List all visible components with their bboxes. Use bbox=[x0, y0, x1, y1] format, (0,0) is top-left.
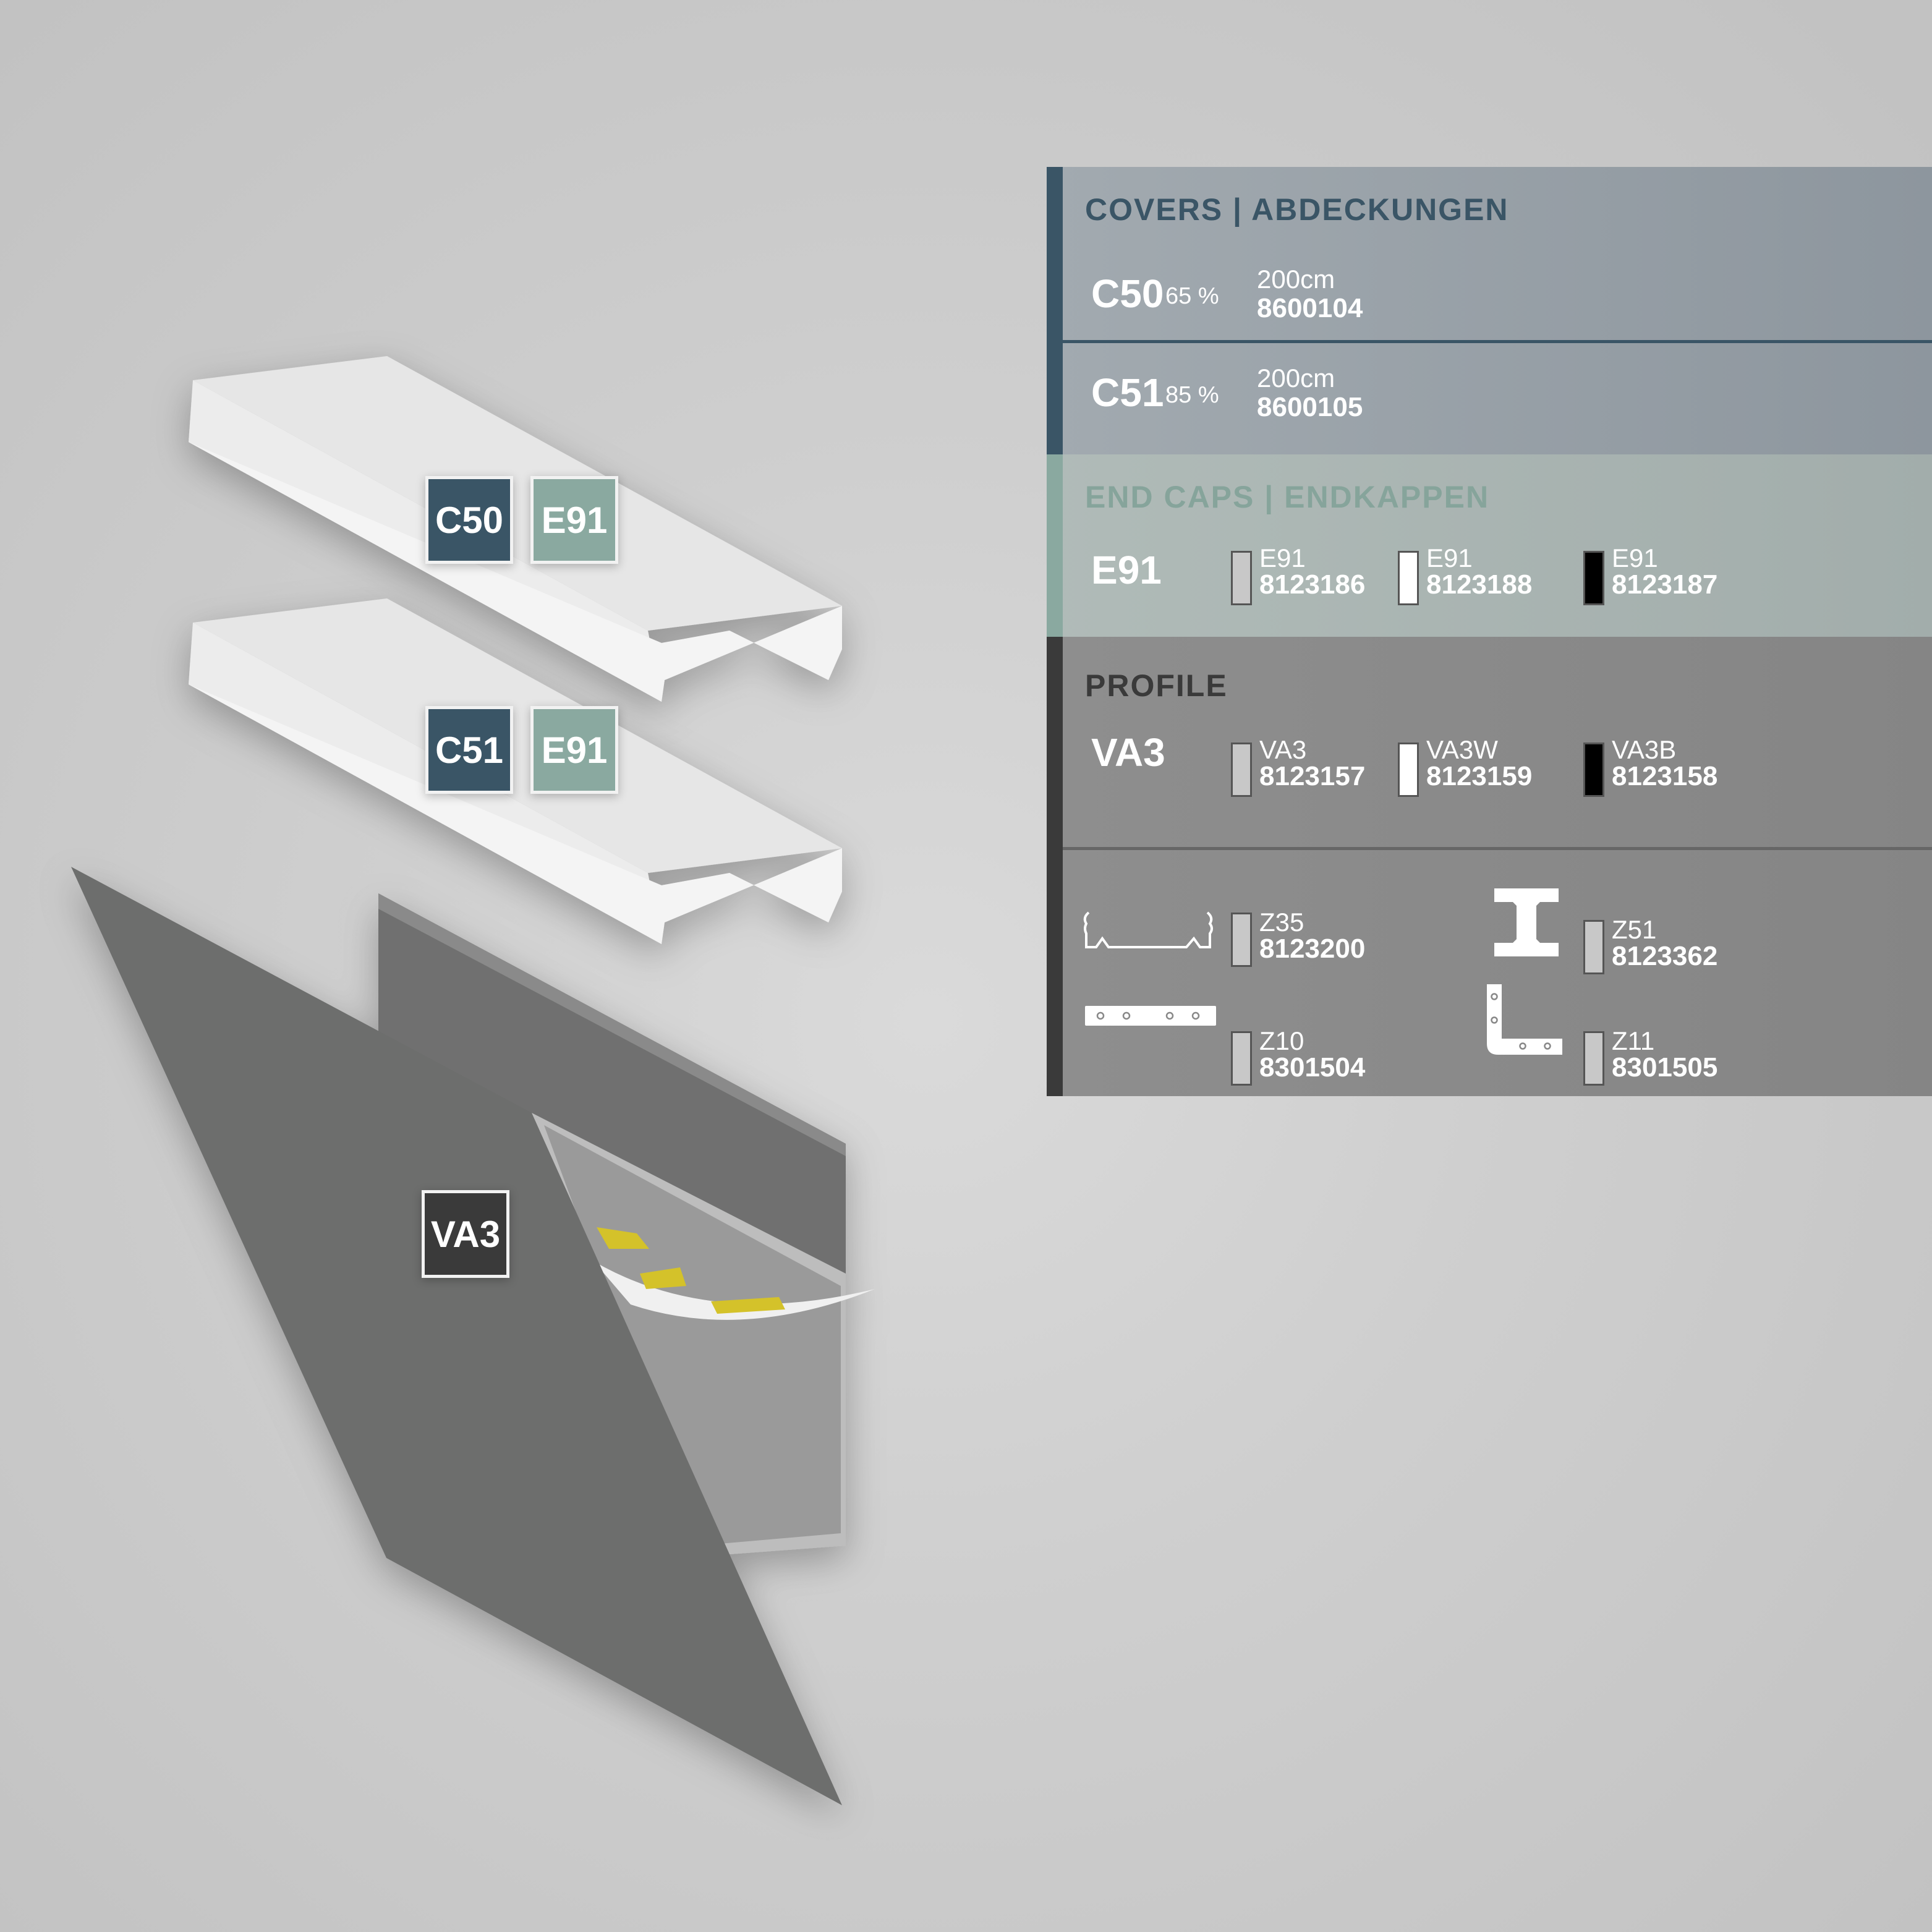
accessory-code: 8123200 bbox=[1259, 934, 1366, 964]
variant-label: E91 bbox=[1612, 543, 1658, 572]
accessory-label: Z11 bbox=[1612, 1026, 1655, 1055]
profile-name: VA3 bbox=[1091, 730, 1165, 775]
variant-label: E91 bbox=[1426, 543, 1473, 572]
cover-length: 200cm bbox=[1257, 265, 1335, 294]
color-swatch bbox=[1583, 551, 1604, 605]
variant-label: E91 bbox=[1259, 543, 1306, 572]
product-info-panel: COVERS | ABDECKUNGEN C50 65 % 200cm 8600… bbox=[1047, 167, 1932, 1096]
variant-code: 8123159 bbox=[1426, 761, 1533, 791]
profile-va3 bbox=[71, 867, 875, 1805]
accessory-code: 8123362 bbox=[1612, 941, 1718, 971]
cover-c51-tag: C51 bbox=[425, 706, 513, 794]
covers-heading: COVERS | ABDECKUNGEN bbox=[1085, 192, 1509, 227]
cover-length: 200cm bbox=[1257, 364, 1335, 393]
endcaps-heading: END CAPS | ENDKAPPEN bbox=[1085, 480, 1490, 514]
cover-percent: 65 % bbox=[1165, 283, 1219, 309]
clip-icon bbox=[1083, 911, 1213, 948]
l-connector-icon bbox=[1487, 984, 1562, 1055]
profile-va3-tag: VA3 bbox=[422, 1190, 509, 1278]
accessory-code: 8301504 bbox=[1259, 1052, 1366, 1083]
cover-name: C50 bbox=[1091, 271, 1164, 316]
straight-connector-icon bbox=[1085, 1006, 1216, 1026]
cover-name: C51 bbox=[1091, 370, 1164, 415]
color-swatch bbox=[1583, 1031, 1604, 1086]
color-swatch bbox=[1583, 743, 1604, 797]
color-swatch bbox=[1231, 551, 1252, 605]
cover-code: 8600104 bbox=[1257, 293, 1363, 323]
variant-code: 8123188 bbox=[1426, 569, 1533, 600]
i-connector-icon bbox=[1494, 888, 1559, 956]
accessory-label: Z51 bbox=[1612, 915, 1657, 944]
accessory-code: 8301505 bbox=[1612, 1052, 1718, 1083]
cover-percent: 85 % bbox=[1165, 382, 1219, 408]
variant-label: VA3B bbox=[1612, 735, 1677, 764]
endcap-e91-tag: E91 bbox=[530, 706, 618, 794]
cover-c50 bbox=[189, 356, 842, 702]
color-swatch bbox=[1583, 920, 1604, 974]
color-swatch bbox=[1398, 551, 1419, 605]
variant-code: 8123158 bbox=[1612, 761, 1718, 791]
covers-section: COVERS | ABDECKUNGEN C50 65 % 200cm 8600… bbox=[1047, 167, 1932, 454]
color-swatch bbox=[1398, 743, 1419, 797]
variant-code: 8123157 bbox=[1259, 761, 1366, 791]
endcap-e91-tag: E91 bbox=[530, 476, 618, 564]
cover-c51 bbox=[189, 598, 842, 944]
color-swatch bbox=[1231, 743, 1252, 797]
variant-code: 8123187 bbox=[1612, 569, 1718, 600]
color-swatch bbox=[1231, 1031, 1252, 1086]
endcap-name: E91 bbox=[1091, 548, 1162, 592]
cover-code: 8600105 bbox=[1257, 392, 1363, 422]
cover-c50-tag: C50 bbox=[425, 476, 513, 564]
variant-code: 8123186 bbox=[1259, 569, 1366, 600]
profile-heading: PROFILE bbox=[1085, 668, 1228, 703]
accessory-label: Z35 bbox=[1259, 908, 1304, 937]
color-swatch bbox=[1231, 913, 1252, 967]
variant-label: VA3W bbox=[1426, 735, 1498, 764]
accessory-label: Z10 bbox=[1259, 1026, 1304, 1055]
variant-label: VA3 bbox=[1259, 735, 1307, 764]
